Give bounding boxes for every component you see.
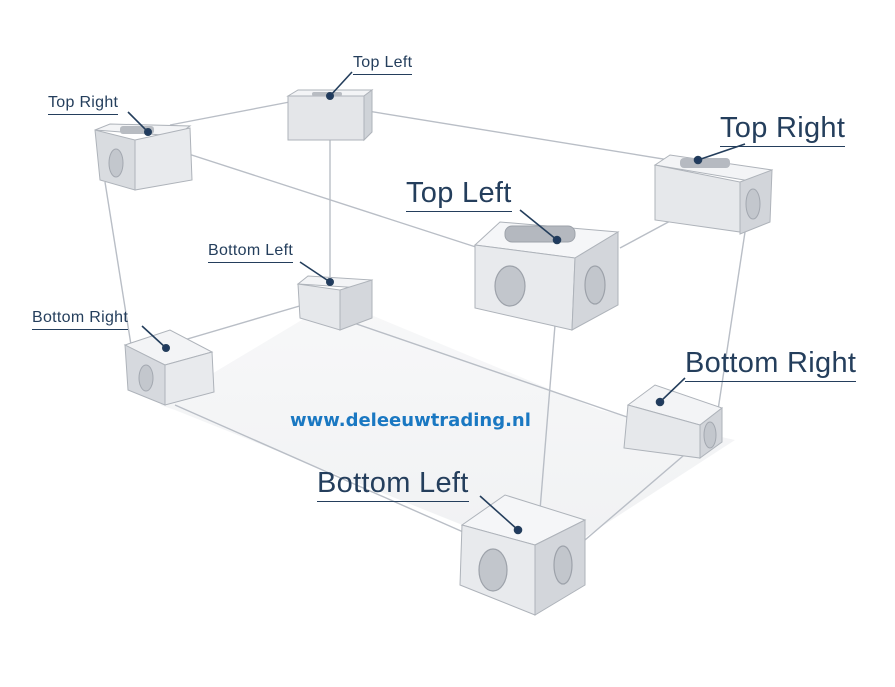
label-small-bottom-left: Bottom Left (208, 243, 294, 263)
corner-block-top-left (473, 221, 620, 331)
floor-shadow (160, 300, 735, 560)
leader-lines (127, 71, 746, 535)
label-large-top-right: Top Right (720, 114, 846, 147)
corner-block-top-right (653, 154, 774, 235)
corner-block-bottom-right (623, 384, 724, 459)
corner-block-bottom-left (459, 494, 587, 616)
label-small-bottom-right: Bottom Right (32, 310, 129, 330)
corner-block-back-bottom-right (123, 329, 215, 406)
label-large-top-left: Top Left (406, 179, 512, 212)
corner-block-back-bottom-left (296, 275, 374, 331)
label-large-bottom-right: Bottom Right (685, 349, 857, 382)
corner-block-back-top-right (94, 123, 193, 191)
label-small-top-right: Top Right (48, 95, 119, 115)
label-large-bottom-left: Bottom Left (317, 469, 469, 502)
website-url: www.deleeuwtrading.nl (290, 410, 531, 431)
label-small-top-left: Top Left (353, 55, 413, 75)
